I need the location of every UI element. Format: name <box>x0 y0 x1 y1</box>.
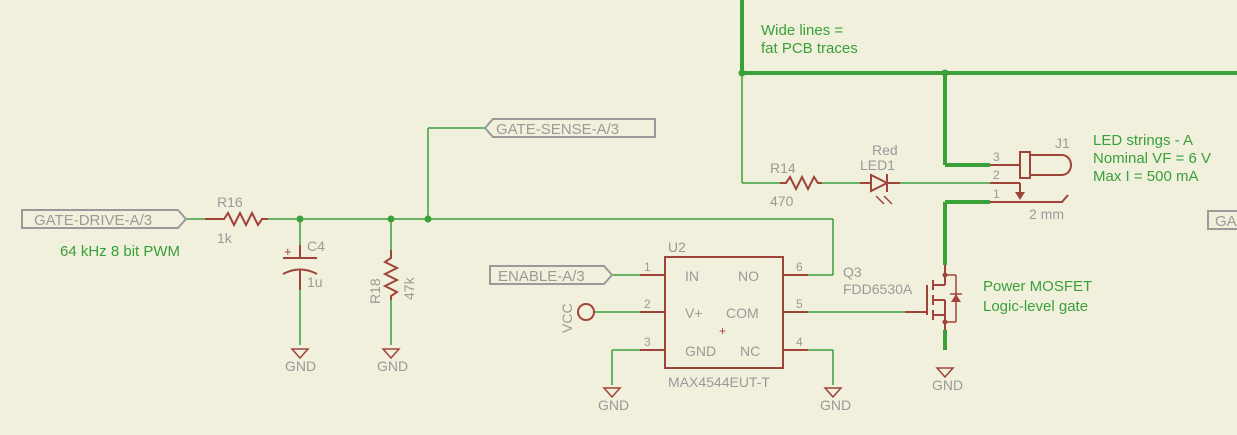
fat-trace-group <box>740 0 1237 350</box>
svg-text:GND: GND <box>820 397 851 413</box>
u2-pin-vplus: V+ <box>685 305 703 321</box>
r14-ref: R14 <box>770 160 796 176</box>
led1-color: Red <box>872 142 898 158</box>
mosfet-note-2: Logic-level gate <box>983 298 1088 315</box>
r18-value: 47k <box>401 276 417 300</box>
c4-polarity: + <box>284 244 292 259</box>
svg-text:GND: GND <box>932 377 963 393</box>
svg-text:4: 4 <box>796 335 803 349</box>
gnd-c4: GND <box>285 348 316 374</box>
capacitor-c4[interactable]: + C4 1u <box>282 238 325 290</box>
ic-u2[interactable]: U2 MAX4544EUT-T IN NO V+ COM GND NC + 1 … <box>640 239 808 390</box>
u2-ref: U2 <box>668 239 686 255</box>
u2-pin-nc: NC <box>740 343 760 359</box>
gate-sense-flag[interactable]: GATE-SENSE-A/3 <box>483 118 656 138</box>
led1-ref: LED1 <box>860 157 895 173</box>
j1-ref: J1 <box>1055 135 1070 151</box>
led-note-3: Max I = 500 mA <box>1093 168 1198 185</box>
wide-lines-note-2: fat PCB traces <box>761 40 858 57</box>
enable-label: ENABLE-A/3 <box>498 268 585 285</box>
gnd-u2-pin4: GND <box>820 387 851 413</box>
svg-text:3: 3 <box>644 335 651 349</box>
q3-value: FDD6530A <box>843 281 913 297</box>
gate-drive-flag[interactable]: GATE-DRIVE-A/3 <box>21 209 188 229</box>
u2-pin-gnd: GND <box>685 343 716 359</box>
r18-ref: R18 <box>367 278 383 304</box>
led-led1[interactable]: Red LED1 <box>860 142 900 205</box>
svg-text:GND: GND <box>285 358 316 374</box>
r16-ref: R16 <box>217 194 243 210</box>
gnd-mosfet: GND <box>932 367 963 393</box>
led-note-1: LED strings - A <box>1093 132 1193 149</box>
u2-pin-in: IN <box>685 268 699 284</box>
gate-sense-label: GATE-SENSE-A/3 <box>496 121 619 138</box>
junction-dot <box>941 69 949 77</box>
u2-pin-no: NO <box>738 268 759 284</box>
junction-dot <box>387 215 395 223</box>
mosfet-note-1: Power MOSFET <box>983 278 1092 295</box>
q3-ref: Q3 <box>843 264 862 280</box>
resistor-r16[interactable]: R16 1k <box>205 194 268 246</box>
vcc-label: VCC <box>559 303 575 333</box>
junction-dot <box>424 215 432 223</box>
svg-text:3: 3 <box>993 150 1000 164</box>
junction-dot <box>738 69 746 77</box>
svg-text:5: 5 <box>796 297 803 311</box>
c4-value: 1u <box>307 274 323 290</box>
wide-lines-note-1: Wide lines = <box>761 22 843 39</box>
svg-text:1: 1 <box>993 187 1000 201</box>
right-cut-label: GA <box>1215 213 1237 230</box>
svg-text:GND: GND <box>377 358 408 374</box>
connector-j1[interactable]: 3 2 1 J1 2 mm <box>990 135 1072 222</box>
svg-text:GND: GND <box>598 397 629 413</box>
vcc-symbol: VCC <box>559 303 595 333</box>
led-note-2: Nominal VF = 6 V <box>1093 150 1211 167</box>
u2-pin-com: COM <box>726 305 759 321</box>
junction-dot <box>296 215 304 223</box>
enable-flag[interactable]: ENABLE-A/3 <box>489 265 614 285</box>
j1-size: 2 mm <box>1029 206 1064 222</box>
gnd-u2-pin3: GND <box>598 387 629 413</box>
svg-text:2: 2 <box>993 168 1000 182</box>
r14-value: 470 <box>770 193 794 209</box>
resistor-r14[interactable]: R14 470 <box>770 160 822 209</box>
c4-ref: C4 <box>307 238 325 254</box>
svg-text:6: 6 <box>796 260 803 274</box>
wire-group <box>185 73 990 385</box>
pwm-note: 64 kHz 8 bit PWM <box>60 243 180 260</box>
gnd-r18: GND <box>377 348 408 374</box>
mosfet-q3[interactable]: Q3 FDD6530A <box>843 264 962 330</box>
u2-origin-mark: + <box>719 324 726 338</box>
r16-value: 1k <box>217 230 233 246</box>
right-cut-flag[interactable]: GA <box>1207 210 1237 230</box>
resistor-r18[interactable]: R18 47k <box>367 250 417 304</box>
svg-text:1: 1 <box>644 260 651 274</box>
gate-drive-label: GATE-DRIVE-A/3 <box>34 212 152 229</box>
u2-value: MAX4544EUT-T <box>668 374 770 390</box>
svg-text:2: 2 <box>644 297 651 311</box>
